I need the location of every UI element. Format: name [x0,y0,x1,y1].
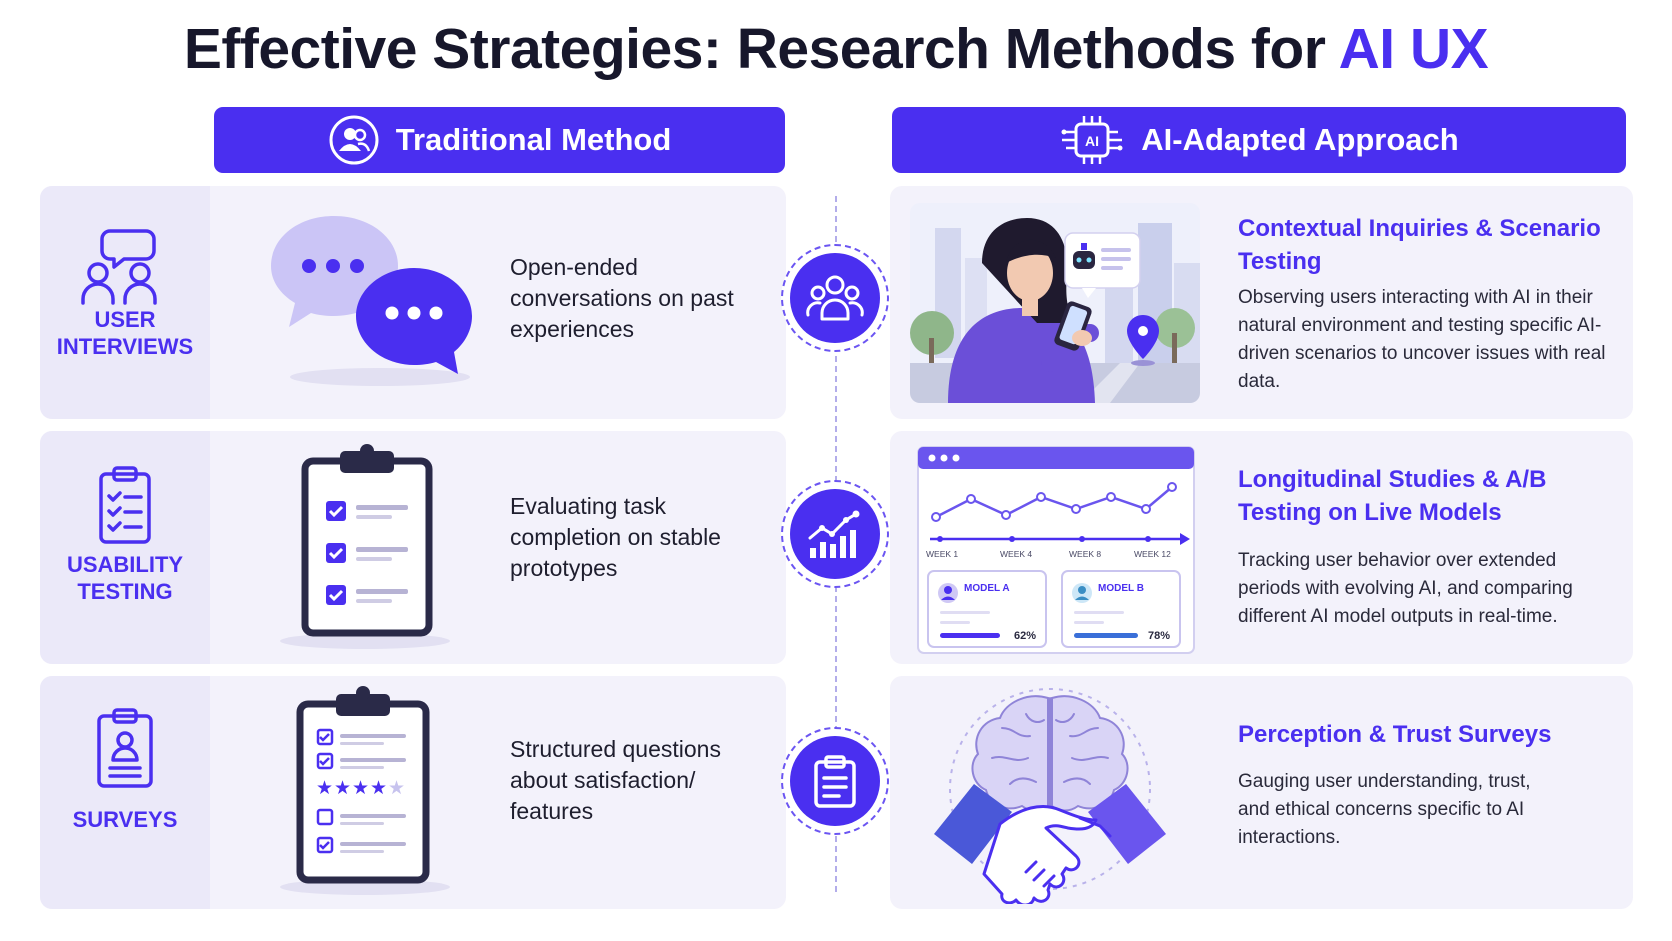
hub-user-interviews [781,244,889,352]
week-label-1: WEEK 1 [926,549,958,559]
label-line-1: USABILITY [66,552,184,577]
hub-inner [790,736,880,826]
traditional-method-header: Traditional Method [214,107,785,173]
svg-text:★: ★ [370,777,387,799]
model-b-label: MODEL B [1098,583,1144,594]
traditional-method-title: Traditional Method [395,122,672,157]
ai-adapted-approach-title: AI-Adapted Approach [1141,122,1459,157]
week-label-8: WEEK 8 [1069,549,1101,559]
ab-testing-dashboard-illustration: WEEK 1 WEEK 4 WEEK 8 WEEK 12 MODEL A 62%… [917,446,1195,654]
ai-chip-text: AI [1085,133,1099,149]
ai-title-longitudinal-studies: Longitudinal Studies & A/B Testing on Li… [1238,466,1547,526]
week-label-4: WEEK 4 [1000,549,1032,559]
ai-desc-perception-trust-surveys: Gauging user understanding, trust, and e… [1238,771,1531,848]
clipboard-hub-icon [814,755,856,808]
svg-text:★: ★ [334,777,351,799]
users-circle-icon [329,115,379,165]
svg-text:★: ★ [352,777,369,799]
hub-surveys [781,727,889,835]
brain-handshake-illustration [934,688,1166,904]
label-line-1: SURVEYS [72,807,178,832]
label-line-2: INTERVIEWS [56,334,194,359]
contextual-inquiry-illustration [910,203,1200,403]
row-usability-testing-ai: WEEK 1 WEEK 4 WEEK 8 WEEK 12 MODEL A 62%… [890,431,1633,664]
label-panel [40,431,210,664]
users-hub-icon [806,275,864,321]
clipboard-checklist-illustration [280,444,450,649]
hub-inner [790,253,880,343]
speech-bubbles-illustration [271,216,472,386]
survey-form-icon [97,708,153,788]
ai-title-perception-trust-surveys: Perception & Trust Surveys [1238,721,1552,748]
title-main: Effective Strategies: Research Methods f… [183,17,1339,81]
row-user-interviews-traditional: USER INTERVIEWS Open-ended conversations… [40,186,786,419]
method-label-user-interviews: USER INTERVIEWS [40,306,210,360]
title-accent: AI UX [1338,17,1489,81]
svg-text:★: ★ [388,777,405,799]
traditional-desc-surveys: Structured questions about satisfaction/… [510,736,721,824]
svg-text:★: ★ [316,777,333,799]
row-surveys-traditional: SURVEYS ★★★★ ★ Structured questions abou… [40,676,786,909]
week-label-12: WEEK 12 [1134,549,1171,559]
growth-chart-icon [808,510,860,558]
checklist-icon [99,466,151,544]
model-a-value: 62% [1014,630,1036,642]
row-surveys-ai: Perception & Trust Surveys Gauging user … [890,676,1633,909]
model-b-value: 78% [1148,630,1170,642]
ai-title-contextual-inquiries: Contextual Inquiries & Scenario Testing [1238,215,1601,275]
ai-desc-longitudinal-studies: Tracking user behavior over extended per… [1238,550,1573,627]
row-user-interviews-ai: Contextual Inquiries & Scenario Testing … [890,186,1633,419]
users-icon [81,229,157,305]
traditional-desc-user-interviews: Open-ended conversations on past experie… [510,254,734,342]
ai-chip-icon: AI [1061,116,1123,164]
label-line-1: USER [94,307,156,332]
ai-desc-contextual-inquiries: Observing users interacting with AI in t… [1238,287,1606,392]
row-usability-testing-traditional: USABILITY TESTING Evaluating task comple… [40,431,786,664]
page-title: Effective Strategies: Research Methods f… [0,16,1672,82]
model-a-label: MODEL A [964,583,1010,594]
label-line-2: TESTING [77,579,173,604]
hub-usability-testing [781,480,889,588]
method-label-surveys: SURVEYS [40,806,210,833]
method-label-usability-testing: USABILITY TESTING [40,551,210,605]
traditional-desc-usability-testing: Evaluating task completion on stable pro… [510,493,721,581]
ai-adapted-approach-header: AI AI-Adapted Approach [892,107,1626,173]
hub-inner [790,489,880,579]
survey-clipboard-illustration: ★★★★ ★ [280,686,450,895]
